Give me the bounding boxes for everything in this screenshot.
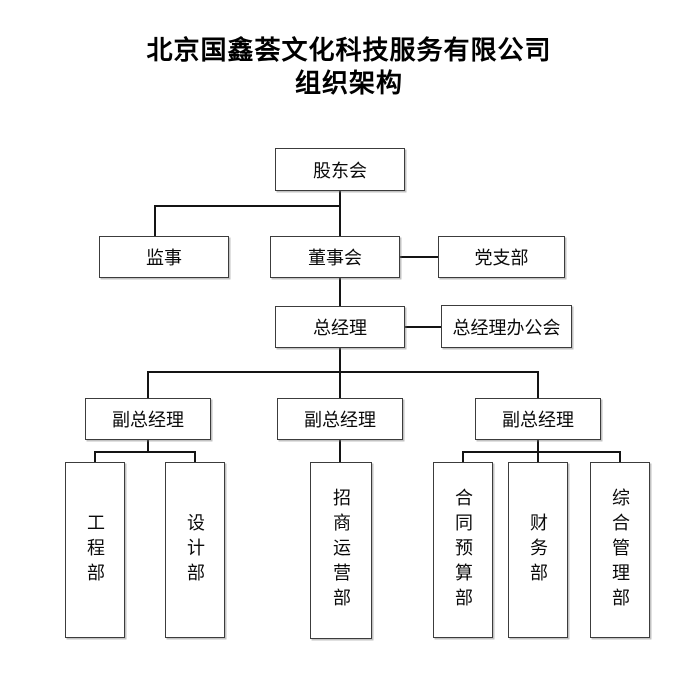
edge-shareholders-to-supervisor-v bbox=[154, 205, 156, 236]
node-deputy-gm-right: 副总经理 bbox=[475, 398, 601, 440]
node-deputy-gm-middle: 副总经理 bbox=[277, 398, 403, 440]
node-deputy-gm-left-label: 副总经理 bbox=[112, 410, 184, 430]
edge-deputy-left-bus bbox=[94, 451, 196, 453]
node-engineering-dept-label: 工程部 bbox=[85, 512, 105, 588]
node-gm-office-meeting-label: 总经理办公会 bbox=[452, 317, 561, 338]
edge-deputy-right-bus bbox=[462, 451, 620, 453]
node-general-manager: 总经理 bbox=[275, 306, 405, 348]
node-deputy-gm-right-label: 副总经理 bbox=[502, 410, 574, 430]
node-investment-operations-dept: 招商运营部 bbox=[310, 462, 372, 639]
node-shareholders-meeting: 股东会 bbox=[275, 148, 405, 191]
edge-to-general-management bbox=[619, 451, 621, 463]
edge-deputy-left-down-stub bbox=[147, 440, 149, 452]
node-finance-dept-label: 财务部 bbox=[528, 512, 548, 588]
edge-shareholders-to-supervisor-h bbox=[154, 205, 341, 207]
edge-shareholders-to-board bbox=[339, 190, 341, 236]
node-gm-office-meeting: 总经理办公会 bbox=[441, 305, 572, 348]
edge-bus-to-deputy-middle bbox=[339, 371, 341, 398]
node-deputy-gm-middle-label: 副总经理 bbox=[304, 410, 376, 430]
node-board-of-directors: 董事会 bbox=[270, 236, 400, 278]
node-deputy-gm-left: 副总经理 bbox=[85, 398, 211, 440]
edge-deputy-right-down-stub bbox=[537, 440, 539, 452]
node-supervisor-label: 监事 bbox=[146, 248, 182, 268]
edge-gm-to-gm-office bbox=[405, 326, 441, 328]
page-title: 北京国鑫荟文化科技服务有限公司 组织架构 bbox=[0, 34, 698, 100]
node-party-branch-label: 党支部 bbox=[474, 248, 529, 268]
edge-board-to-party-branch bbox=[400, 256, 438, 258]
edge-gm-bus bbox=[147, 371, 539, 373]
node-contract-budget-dept-label: 合同预算部 bbox=[453, 487, 473, 613]
node-contract-budget-dept: 合同预算部 bbox=[433, 462, 493, 638]
edge-board-to-gm bbox=[339, 278, 341, 306]
company-name: 北京国鑫荟文化科技服务有限公司 bbox=[146, 35, 552, 65]
node-finance-dept: 财务部 bbox=[508, 462, 568, 638]
node-design-dept-label: 设计部 bbox=[185, 512, 205, 588]
node-party-branch: 党支部 bbox=[438, 236, 565, 278]
edge-to-investment-operations bbox=[339, 440, 341, 463]
node-general-management-dept-label: 综合管理部 bbox=[610, 487, 630, 613]
edge-bus-to-deputy-left bbox=[147, 371, 149, 398]
edge-to-contract-budget bbox=[462, 451, 464, 463]
node-general-manager-label: 总经理 bbox=[313, 318, 367, 338]
node-design-dept: 设计部 bbox=[165, 462, 225, 638]
node-board-of-directors-label: 董事会 bbox=[308, 248, 362, 268]
node-general-management-dept: 综合管理部 bbox=[590, 462, 650, 638]
edge-bus-to-deputy-right bbox=[537, 371, 539, 398]
node-shareholders-meeting-label: 股东会 bbox=[313, 160, 367, 181]
node-supervisor: 监事 bbox=[99, 236, 229, 278]
node-engineering-dept: 工程部 bbox=[65, 462, 125, 638]
chart-subtitle: 组织架构 bbox=[294, 68, 403, 98]
edge-to-engineering bbox=[94, 451, 96, 463]
edge-gm-down-stub bbox=[339, 348, 341, 373]
edge-to-design bbox=[194, 451, 196, 463]
edge-to-finance bbox=[537, 451, 539, 463]
node-investment-operations-dept-label: 招商运营部 bbox=[331, 488, 351, 613]
